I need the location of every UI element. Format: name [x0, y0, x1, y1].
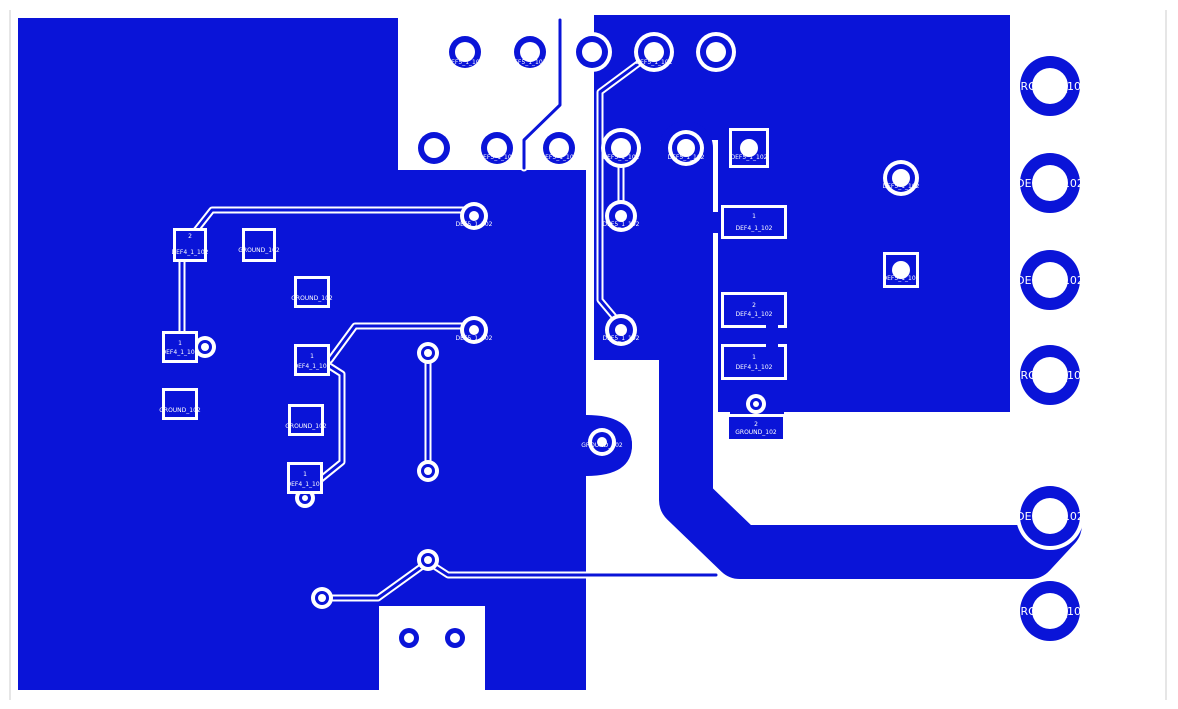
trace-1: [328, 324, 472, 362]
via-right-1-hole: [892, 169, 910, 187]
header-pin-bottom-3-hole: [549, 138, 569, 158]
label-ground_r: GROUND_102: [735, 429, 777, 436]
label-def4_r1_num: 1: [752, 213, 756, 220]
smd-def4-r2: [724, 295, 784, 325]
smd-ground-a: [245, 231, 273, 259]
label-def_big: DEF5_1_102: [668, 154, 705, 161]
smd-ground-d: [291, 407, 321, 433]
connector-5-hole: [1032, 498, 1068, 534]
mount-hole-mid-hole: [597, 437, 607, 447]
smd-def4-b: [165, 334, 195, 360]
label-conn_6: GROUND_102: [1012, 605, 1088, 618]
via-small-2-hole: [424, 467, 432, 475]
header-pin-top-4-hole: [644, 42, 664, 62]
label-def4_a_num: 2: [188, 233, 192, 240]
bottom-pad-1-hole: [404, 633, 414, 643]
via-small-5-hole: [201, 343, 209, 351]
trace-8: [522, 18, 562, 170]
label-def4_d: DEF4_1_102: [287, 481, 324, 488]
header-pin-bottom-2-hole: [487, 138, 507, 158]
smd-def4-a: [176, 231, 204, 259]
via-3-hole: [615, 210, 627, 222]
label-def4_b_num: 1: [178, 340, 182, 347]
label-def4_d_num: 1: [303, 471, 307, 478]
via-1-hole: [469, 211, 479, 221]
label-def_top_1: DEF5_1_102: [447, 59, 484, 66]
via-ground-r-hole: [753, 401, 759, 407]
via-small-4-hole: [318, 594, 326, 602]
smd-ground-b: [297, 279, 327, 305]
label-def4_r2_num: 2: [752, 302, 756, 309]
header-pin-top-1-hole: [455, 42, 475, 62]
connector-3-hole: [1032, 262, 1068, 298]
connector-6-hole: [1032, 593, 1068, 629]
label-def_top_3: DEF5_1_102: [636, 59, 673, 66]
label-conn_2: DEF5_1_102: [1016, 177, 1084, 190]
header-pin-bottom-4-hole: [611, 138, 631, 158]
pads: [162, 32, 1084, 652]
label-def5_v1: DEF5_1_102: [456, 221, 493, 228]
square-pad-top-hole: [740, 139, 758, 157]
label-def4_r2: DEF4_1_102: [736, 311, 773, 318]
via-small-6-hole: [302, 495, 308, 501]
label-def_mid_2: DEF5_1_102: [541, 154, 578, 161]
label-ground_r_num: 2: [754, 421, 758, 428]
connector-4-hole: [1032, 357, 1068, 393]
header-pin-top-2-hole: [520, 42, 540, 62]
label-def4_r1: DEF4_1_102: [736, 225, 773, 232]
via-2-hole: [469, 325, 479, 335]
label-def_top_2: DEF5_1_102: [510, 59, 547, 66]
label-ground_c: GROUND_102: [159, 407, 201, 414]
via-small-1-hole: [424, 349, 432, 357]
smd-def4-r1: [724, 208, 784, 236]
header-pin-bottom-1-hole: [424, 138, 444, 158]
power-pad-hole: [677, 139, 695, 157]
label-ground_a: GROUND_102: [238, 247, 280, 254]
label-def_mid_1: DEF5_1_102: [479, 154, 516, 161]
square-pad-right-hole: [892, 261, 910, 279]
bottom-pad-2-hole: [450, 633, 460, 643]
label-conn_3: DEF5_1_102: [1016, 274, 1084, 287]
via-small-3-hole: [424, 556, 432, 564]
smd-ground-r: [729, 417, 783, 439]
label-conn_5: DEF5_1_102: [1016, 510, 1084, 523]
label-def5_v3: DEF5_1_102: [603, 221, 640, 228]
label-def4_r3_num: 1: [752, 354, 756, 361]
label-def5_sq: DEF5_1_102: [883, 275, 920, 282]
label-ground_b: GROUND_102: [291, 295, 333, 302]
via-4-hole: [615, 324, 627, 336]
label-conn_1: GROUND_102: [1012, 80, 1088, 93]
smd-bridge: [766, 322, 778, 352]
label-conn_4: GROUND_102: [1012, 369, 1088, 382]
label-def4_b: DEF4_1_102: [162, 349, 199, 356]
label-mount_mid: GROUND_102: [581, 442, 623, 449]
trace-7: [598, 50, 656, 327]
label-def4_r3: DEF4_1_102: [736, 364, 773, 371]
label-ground_d: GROUND_102: [285, 423, 327, 430]
connector-1-hole: [1032, 68, 1068, 104]
label-def4_a: DEF4_1_102: [172, 249, 209, 256]
smd-def4-d: [290, 465, 320, 491]
right-copper-pour: [594, 15, 1010, 440]
trace-3: [303, 358, 344, 494]
header-pin-top-5-hole: [706, 42, 726, 62]
label-def_mid_4: DEF5_1_102: [731, 154, 768, 161]
connector-2-hole: [1032, 165, 1068, 201]
smd-def4-c: [297, 347, 327, 373]
label-def_mid_3: DEF5_1_102: [603, 154, 640, 161]
label-def5_v4: DEF5_1_102: [603, 335, 640, 342]
smd-ground-c: [165, 391, 195, 417]
label-def5_v2: DEF5_1_102: [456, 335, 493, 342]
header-pin-top-3-hole: [582, 42, 602, 62]
label-def5_right_1: DEF5_1_102: [883, 183, 920, 190]
label-def4_c_num: 1: [310, 353, 314, 360]
label-def4_c: DEF4_1_102: [294, 363, 331, 370]
